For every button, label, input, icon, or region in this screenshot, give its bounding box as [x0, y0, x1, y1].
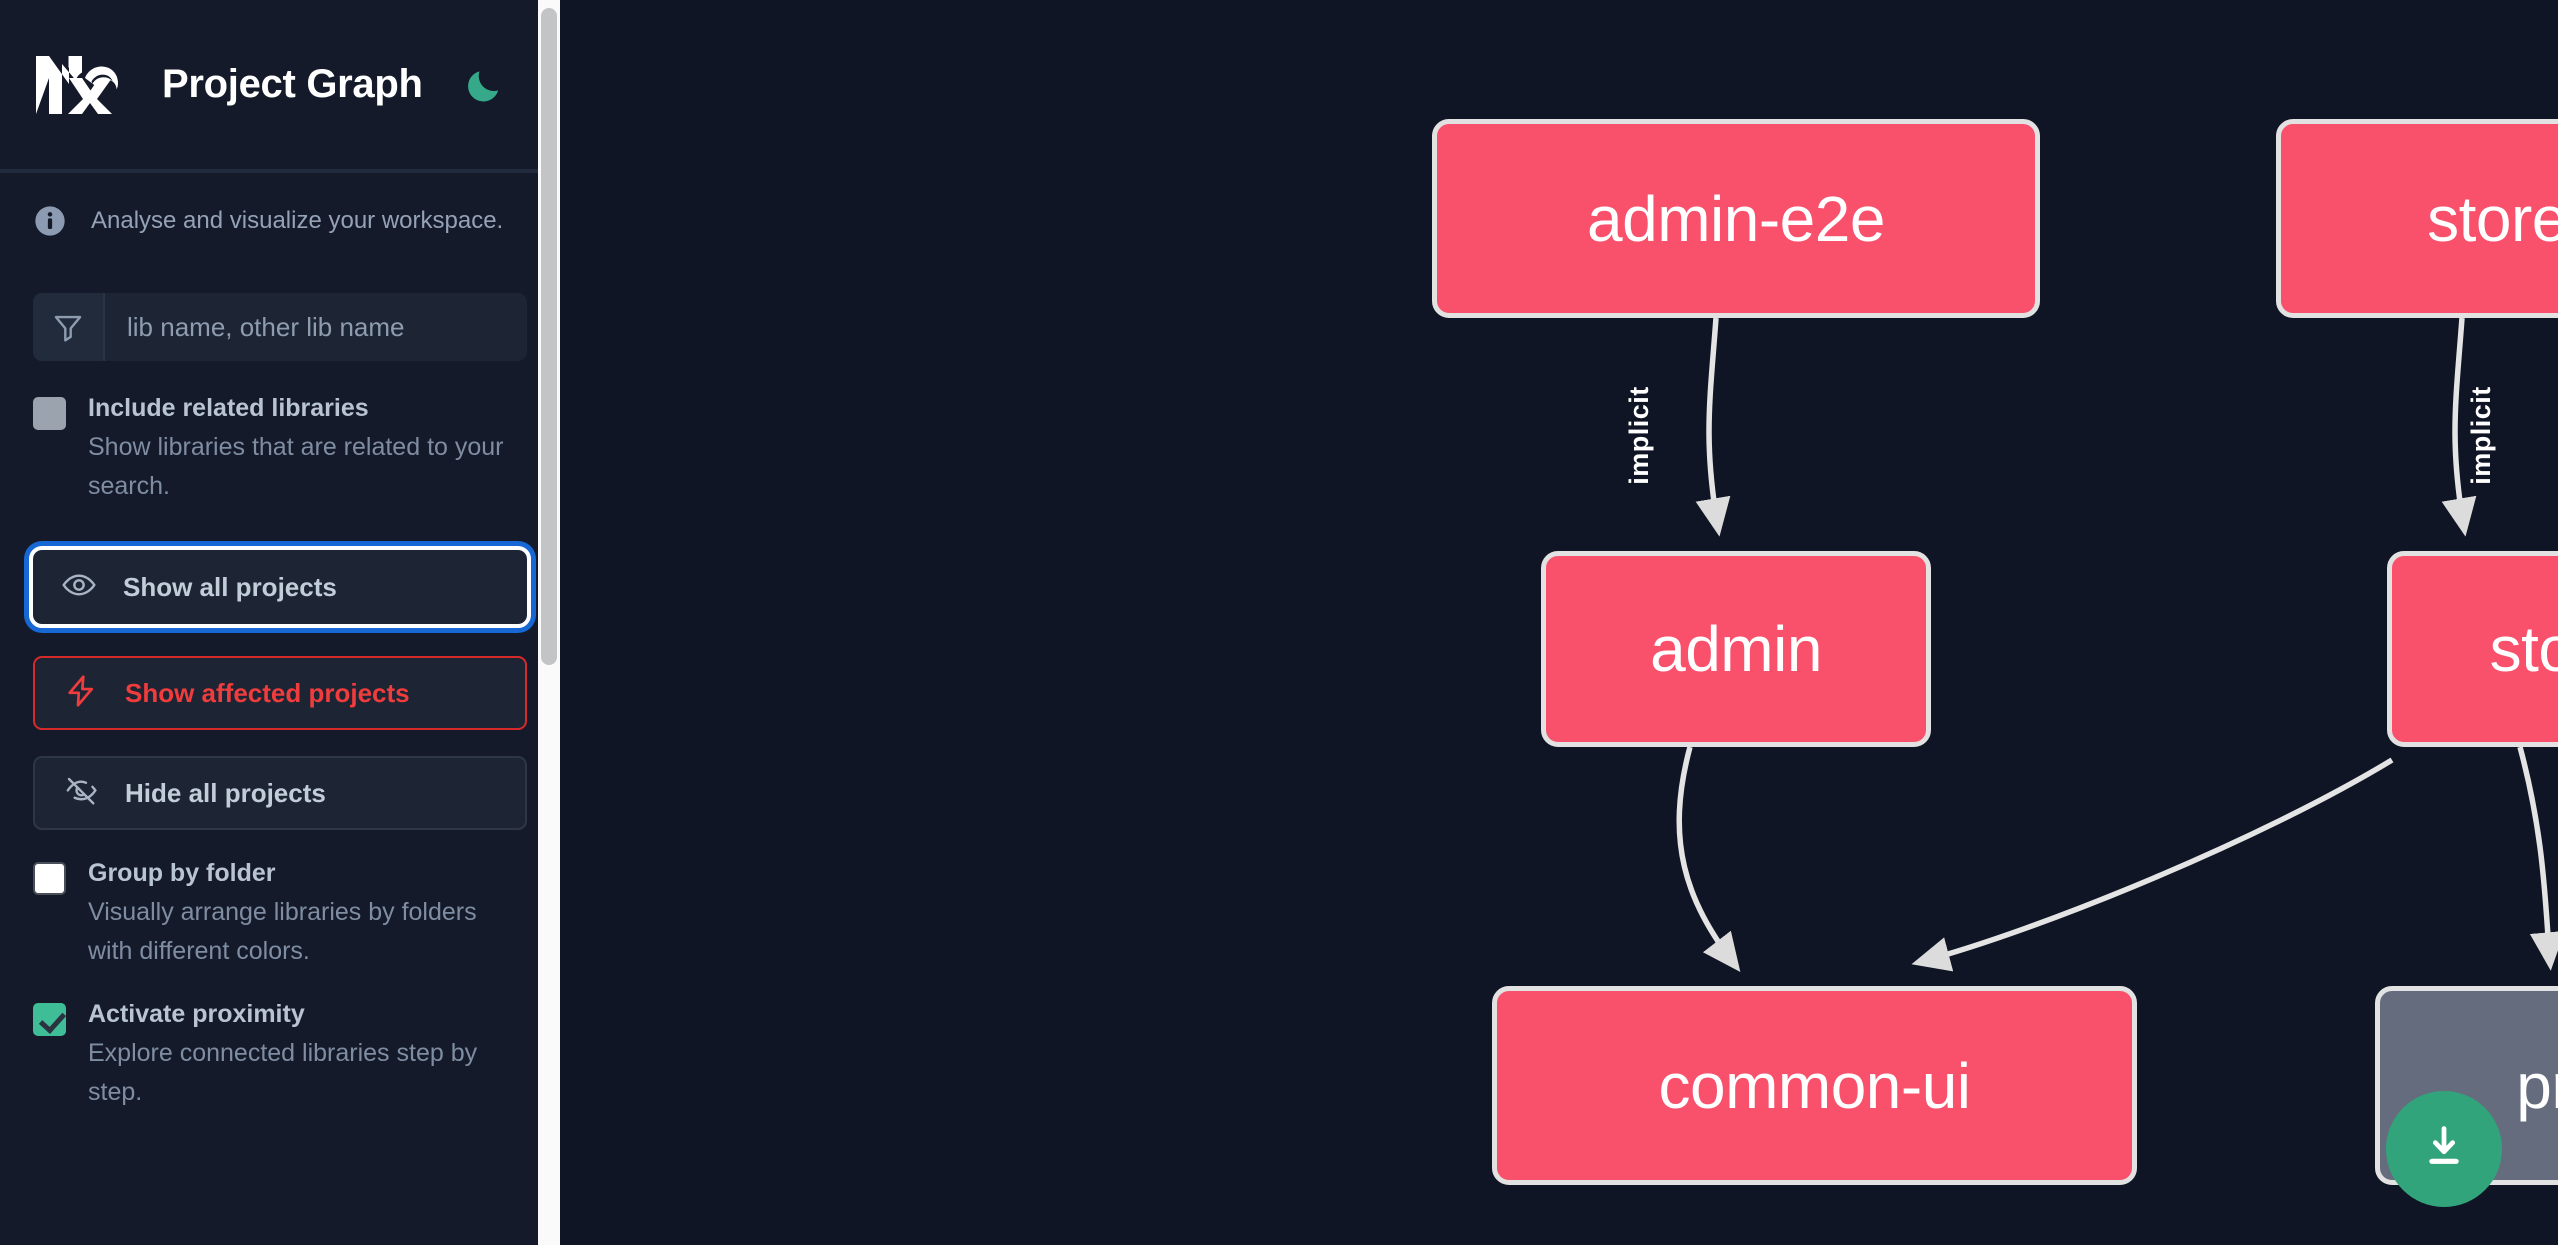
page-title: Project Graph — [162, 62, 423, 106]
option-description: Show libraries that are related to your … — [88, 433, 504, 500]
tagline-row: Analyse and visualize your workspace. — [0, 171, 560, 271]
edge-store-to-common-ui — [1911, 757, 2394, 972]
edge-store-e2e-to-store — [2441, 317, 2477, 537]
option-activate-proximity[interactable]: Activate proximity Explore connected lib… — [0, 997, 560, 1112]
hide-all-projects-button[interactable]: Hide all projects — [33, 756, 527, 830]
option-label: Include related libraries — [88, 394, 369, 422]
nx-logo-icon — [34, 54, 120, 116]
filter-icon — [33, 293, 105, 361]
moon-icon[interactable] — [461, 62, 507, 108]
sidebar-scrollbar[interactable] — [538, 0, 560, 1245]
show-all-projects-button[interactable]: Show all projects — [29, 546, 531, 628]
sidebar-header: Project Graph — [0, 0, 560, 171]
graph-canvas[interactable]: admin-e2e store-e2e admin store common-u… — [560, 0, 2558, 1245]
sidebar-scrollbar-thumb[interactable] — [541, 8, 557, 665]
info-icon — [34, 205, 66, 237]
button-label: Hide all projects — [125, 777, 326, 808]
graph-action-buttons: Show all projects Show affected projects — [0, 546, 560, 830]
download-image-button[interactable] — [2386, 1091, 2502, 1207]
search-box[interactable] — [33, 293, 527, 361]
graph-node-admin[interactable]: admin — [1541, 551, 1931, 747]
edge-label-implicit-store: implicit — [2464, 384, 2498, 487]
option-label: Group by folder — [88, 859, 276, 887]
option-include-related-libraries[interactable]: Include related libraries Show libraries… — [0, 391, 560, 506]
graph-edges — [1676, 317, 2558, 972]
checkbox-group-by-folder[interactable] — [33, 862, 66, 895]
edge-admin-to-common-ui — [1676, 746, 1741, 972]
button-label: Show affected projects — [125, 677, 410, 708]
option-description: Visually arrange libraries by folders wi… — [88, 898, 477, 965]
download-icon — [2418, 1121, 2470, 1178]
option-group-by-folder[interactable]: Group by folder Visually arrange librari… — [0, 856, 560, 971]
button-label: Show all projects — [123, 571, 337, 602]
search-section — [0, 293, 560, 361]
lightning-bolt-icon — [63, 673, 99, 714]
graph-node-store[interactable]: store — [2387, 551, 2558, 747]
option-description: Explore connected libraries step by step… — [88, 1039, 478, 1106]
graph-node-store-e2e[interactable]: store-e2e — [2276, 119, 2558, 318]
edge-admin-e2e-to-admin — [1695, 317, 1731, 537]
search-input[interactable] — [105, 293, 527, 361]
checkbox-include-related-libraries[interactable] — [33, 397, 66, 430]
option-label: Activate proximity — [88, 1000, 305, 1028]
show-affected-projects-button[interactable]: Show affected projects — [33, 656, 527, 730]
eye-icon — [61, 567, 97, 608]
graph-node-common-ui[interactable]: common-ui — [1492, 986, 2137, 1185]
eye-off-icon — [63, 773, 99, 814]
edge-label-implicit-admin: implicit — [1622, 384, 1656, 487]
checkbox-activate-proximity[interactable] — [33, 1003, 66, 1036]
graph-node-admin-e2e[interactable]: admin-e2e — [1432, 119, 2040, 318]
edge-store-to-products — [2517, 746, 2558, 971]
tagline-text: Analyse and visualize your workspace. — [91, 207, 504, 234]
sidebar: Project Graph Analyse and visualize your… — [0, 0, 560, 1245]
